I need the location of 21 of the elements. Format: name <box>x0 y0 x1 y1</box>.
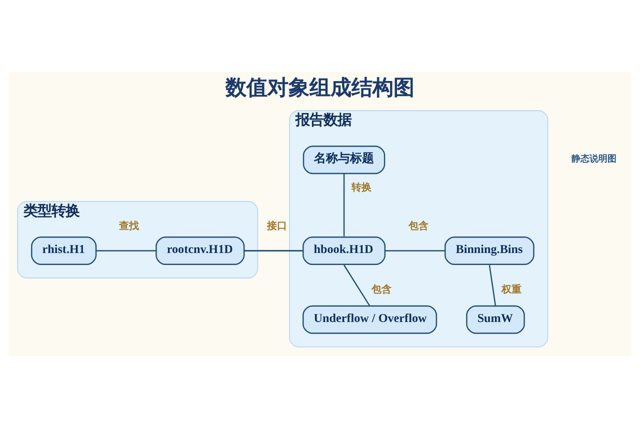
edge-label: 查找 <box>119 220 140 232</box>
node-box: 名称与标题 <box>302 145 386 174</box>
node-box: SumW <box>466 304 525 334</box>
edge-label: 接口 <box>266 220 287 232</box>
node-box: rootcnv.H1D <box>156 236 245 264</box>
connector <box>343 172 345 236</box>
node-box: Underflow / Overflow <box>302 304 438 334</box>
node-box: hbook.H1D <box>302 236 386 264</box>
connector <box>244 250 304 251</box>
connector <box>488 264 496 306</box>
label: 静态说明图 <box>572 152 617 163</box>
connector <box>96 250 156 251</box>
edge-label: 包含 <box>408 220 428 232</box>
edge-label: 权重 <box>502 284 522 296</box>
diagram-title: 数值对象组成结构图 <box>225 74 414 99</box>
connector <box>384 250 446 251</box>
node-box: rhist.H1 <box>31 236 97 264</box>
connector <box>344 264 370 306</box>
edge-label: 包含 <box>371 284 392 296</box>
node-box: Binning.Bins <box>444 236 534 264</box>
edge-label: 转换 <box>352 182 372 193</box>
